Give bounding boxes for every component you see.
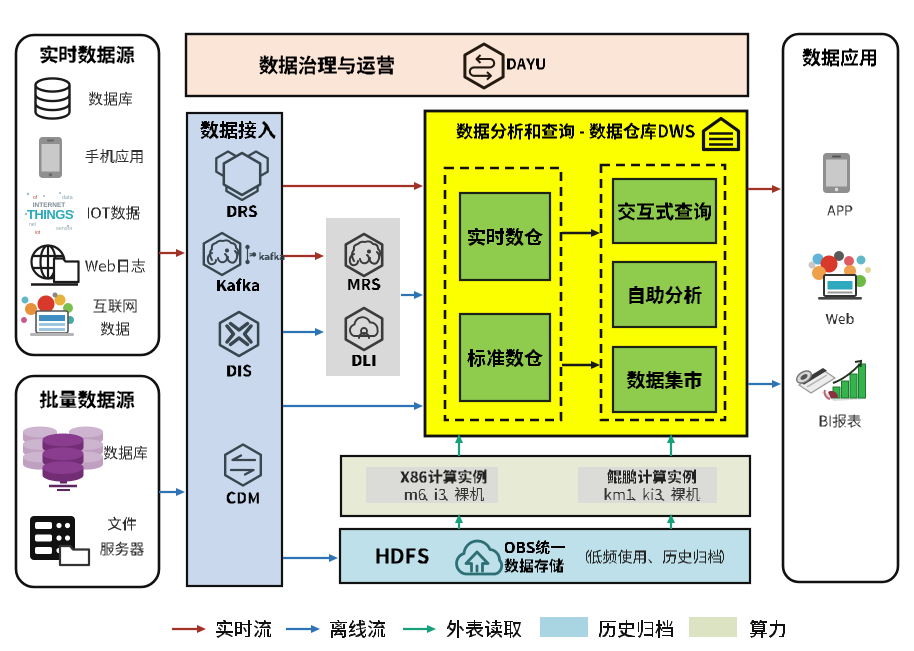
svg-text:THINGS: THINGS [27, 207, 74, 222]
svg-text:iot: iot [35, 230, 41, 236]
svg-text:sensor: sensor [56, 226, 73, 232]
svg-text:data: data [62, 195, 74, 201]
svg-text:of: of [33, 195, 38, 201]
svg-text:INTERNET: INTERNET [33, 202, 66, 209]
svg-text:net: net [29, 222, 37, 228]
